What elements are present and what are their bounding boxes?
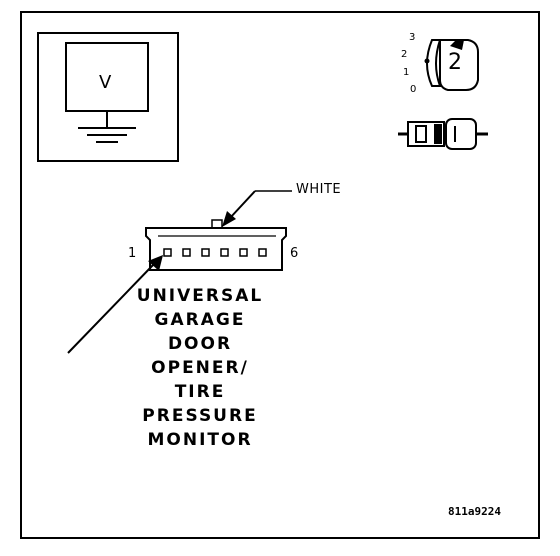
connector-name: UNIVERSAL GARAGE DOOR OPENER/ TIRE PRESS… xyxy=(130,284,270,452)
selector-position-1: 1 xyxy=(403,67,410,78)
connector-name-line: GARAGE xyxy=(154,310,246,330)
connector-name-line: MONITOR xyxy=(147,430,253,450)
selector-knob-icon xyxy=(424,39,479,91)
connector-name-line: PRESSURE xyxy=(142,406,258,426)
connector-pin-last-label: 6 xyxy=(290,246,299,261)
selector-position-3: 3 xyxy=(409,32,416,43)
selector-key-number: 2 xyxy=(448,50,462,75)
connector-name-line: DOOR xyxy=(167,334,233,354)
connector-name-line: OPENER/ xyxy=(151,358,249,378)
pin-pointer-arrow xyxy=(67,255,163,354)
connector-pin-6 xyxy=(258,248,267,257)
meter-symbol-label: V xyxy=(99,72,112,93)
selector-position-0: 0 xyxy=(410,84,417,95)
connector-name-line: TIRE xyxy=(174,382,226,402)
wire-color-label: WHITE xyxy=(296,182,342,197)
connector-pin-1 xyxy=(163,248,172,257)
voltmeter-symbol xyxy=(37,32,179,162)
connector-body xyxy=(145,219,287,271)
figure-id: 811a9224 xyxy=(448,505,501,518)
connector-pin-5 xyxy=(239,248,248,257)
selector-position-2: 2 xyxy=(401,49,408,60)
meter-outer-box xyxy=(37,32,179,162)
connector-pin-3 xyxy=(201,248,210,257)
mated-connector-icon xyxy=(398,118,488,150)
connector-name-line: UNIVERSAL xyxy=(136,286,264,306)
connector-pin-4 xyxy=(220,248,229,257)
connector-pin-2 xyxy=(182,248,191,257)
outer-border xyxy=(20,11,540,539)
connector-pin-first-label: 1 xyxy=(128,246,137,261)
white-wire-callout xyxy=(222,190,292,227)
